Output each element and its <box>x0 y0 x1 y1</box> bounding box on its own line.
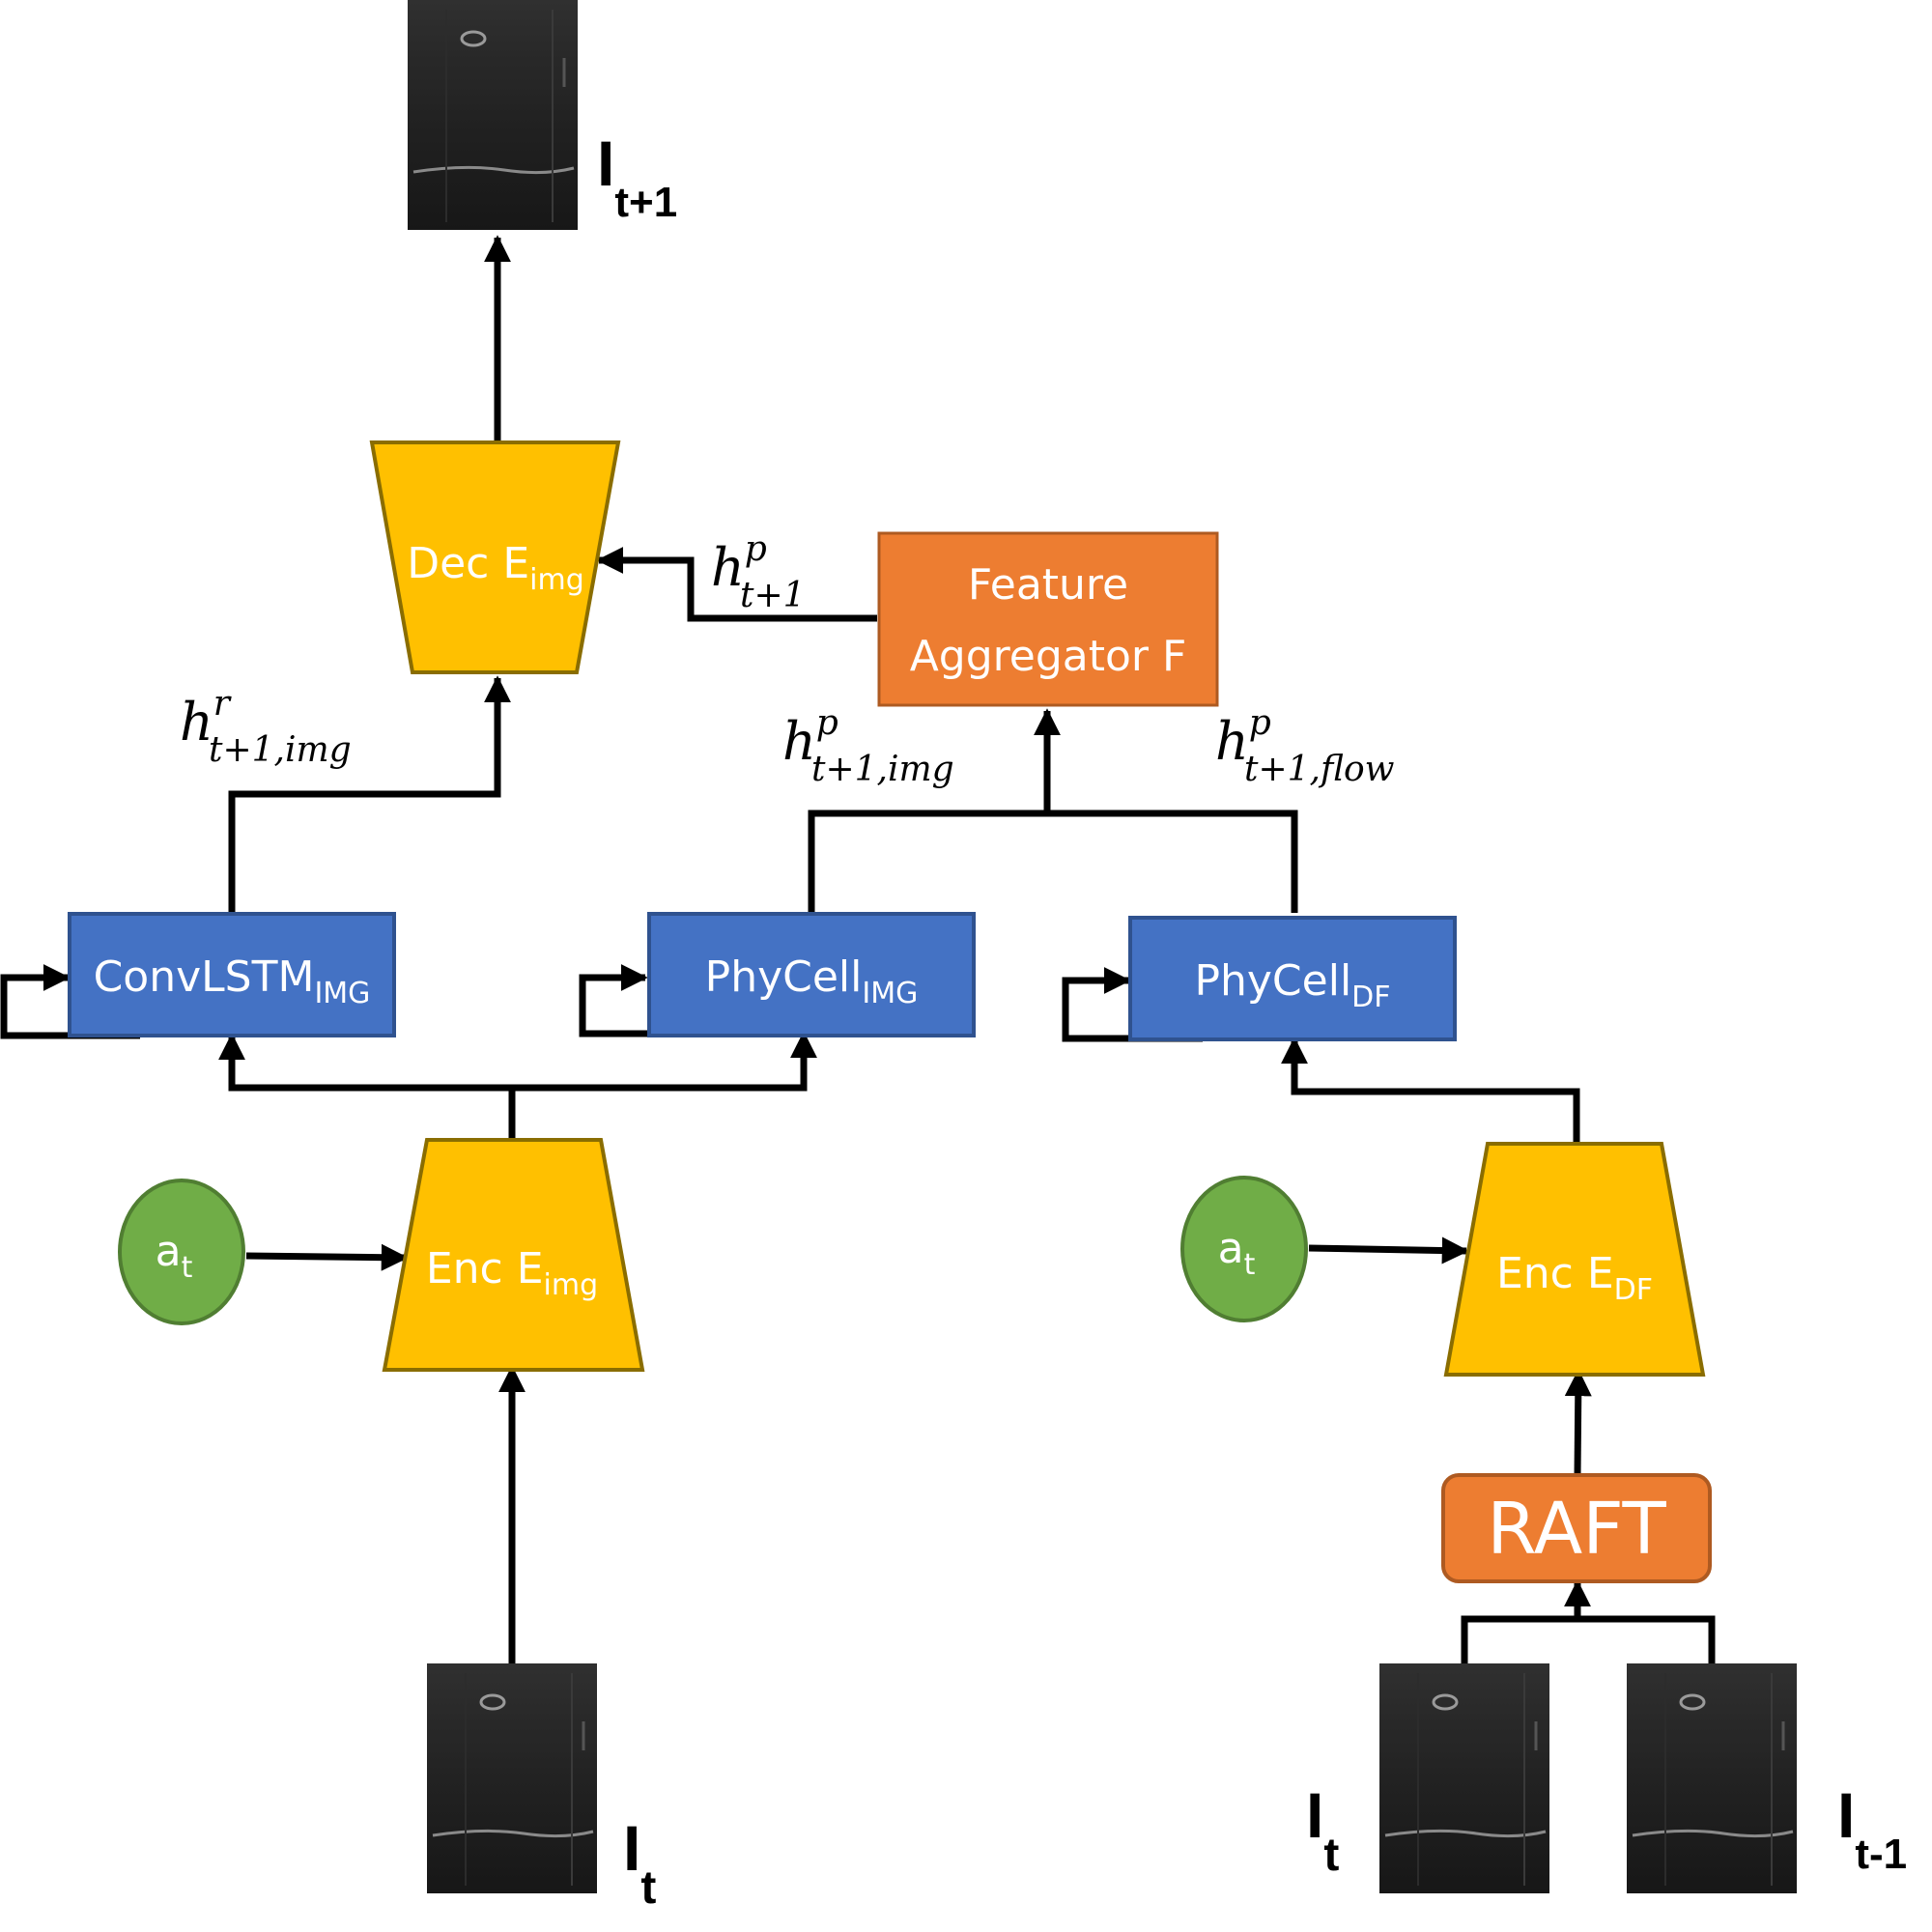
action-right-label: at <box>1218 1224 1256 1282</box>
output-frame: It+1 <box>406 0 677 232</box>
connector-aggregator-to-dec <box>596 547 877 622</box>
output-frame-label: It+1 <box>597 128 677 226</box>
connectors <box>0 235 1716 1663</box>
input-frame-left-label: It <box>623 1812 656 1914</box>
input-frame-right-t-minus-1: It-1 <box>1625 1662 1907 1895</box>
connector-raft-to-enc-df <box>1564 1369 1592 1477</box>
connector-frames-to-raft <box>1461 1615 1716 1663</box>
svg-text:hrt+1,img: hrt+1,img <box>180 684 352 770</box>
phycell-df-label: PhyCellDF <box>1194 956 1390 1014</box>
raft-block: RAFT <box>1441 1473 1712 1583</box>
phycell-img-block: PhyCellIMG <box>647 912 976 1037</box>
connector-convlstm-to-dec <box>228 675 511 913</box>
svg-text:hpt+1: hpt+1 <box>711 529 806 615</box>
input-frame-left: It <box>425 1662 656 1914</box>
connector-action-to-enc-img <box>245 1243 409 1271</box>
convlstm-img-block: ConvLSTMIMG <box>68 912 396 1037</box>
input-frame-right-t-label: It <box>1306 1779 1339 1881</box>
connector-enc-df-to-phycell-df <box>1281 1037 1580 1144</box>
dec-e-img-label: Dec Eimg <box>407 539 584 597</box>
convlstm-img-label: ConvLSTMIMG <box>94 952 371 1010</box>
feature-aggregator-block: Feature Aggregator F <box>877 531 1219 707</box>
ultrasound-frame-icon <box>1378 1662 1551 1895</box>
raft-label: RAFT <box>1487 1488 1666 1571</box>
connector-enc-img-split <box>228 1031 817 1092</box>
enc-e-df-block: Enc EDF <box>1443 1142 1706 1377</box>
svg-text:hpt+1,flow: hpt+1,flow <box>1215 703 1395 789</box>
input-frame-right-t1-label: It-1 <box>1837 1779 1907 1878</box>
feature-aggregator-line1: Feature <box>968 560 1128 610</box>
phycell-df-block: PhyCellDF <box>1128 916 1457 1041</box>
phycell-img-label: PhyCellIMG <box>705 952 919 1010</box>
feature-aggregator-line2: Aggregator F <box>910 632 1187 681</box>
input-frame-right-t: It <box>1306 1662 1551 1895</box>
enc-e-df-label: Enc EDF <box>1496 1249 1653 1307</box>
dec-e-img-block: Dec Eimg <box>369 440 621 674</box>
connector-phycell-img-to-aggregator <box>808 810 1298 913</box>
svg-text:hpt+1,img: hpt+1,img <box>782 703 954 789</box>
action-node-right: at <box>1180 1176 1308 1322</box>
ultrasound-frame-icon <box>425 1662 599 1895</box>
action-node-left: at <box>118 1179 245 1325</box>
connector-action-to-enc-df <box>1308 1236 1469 1264</box>
ultrasound-frame-icon <box>406 0 580 232</box>
action-left-label: at <box>156 1227 193 1285</box>
enc-e-img-block: Enc Eimg <box>382 1138 645 1372</box>
ultrasound-frame-icon <box>1625 1662 1799 1895</box>
enc-e-img-label: Enc Eimg <box>426 1244 598 1302</box>
